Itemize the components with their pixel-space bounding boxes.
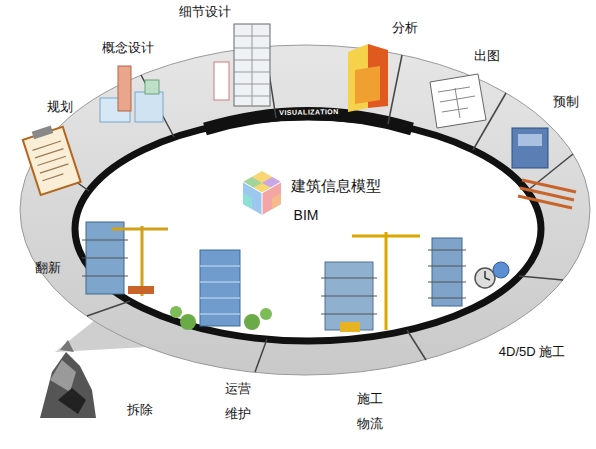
stage-label: 概念设计 [102,39,154,57]
stage-label: 运营 维护 [223,377,253,426]
detail-tower [214,24,270,106]
analysis-model [348,44,388,112]
stage-label: 细节设计 [179,3,231,21]
stage-label: 预制 [553,93,579,111]
construction-4d5d [428,238,509,306]
bim-cube-icon [243,171,281,215]
operation-building [170,250,272,330]
prefab-machine [512,128,576,208]
ring-inner-rim [75,117,541,341]
stage-label: 施工 物流 [355,387,385,436]
demolition-rubble [40,340,96,418]
construction-site [321,232,420,332]
stage-label: 4D/5D 施工 [499,343,565,361]
center-title: 建筑信息模型 [291,177,381,196]
center-title: BIM [294,207,319,223]
stage-label: 分析 [392,19,418,37]
renovation-site [82,222,168,296]
concept-model [100,66,163,122]
visualization-strip [205,114,412,130]
stage-label: 翻新 [35,259,61,277]
drawing-sheet [430,74,486,128]
stage-label: 规划 [47,98,73,116]
clipboard-icon [21,122,80,195]
ring-band [20,45,590,375]
stage-label: 拆除 [127,401,153,419]
stage-label: 出图 [474,47,500,65]
visualization-text: VISUALIZATION [279,108,339,116]
segment-separators [37,47,573,372]
